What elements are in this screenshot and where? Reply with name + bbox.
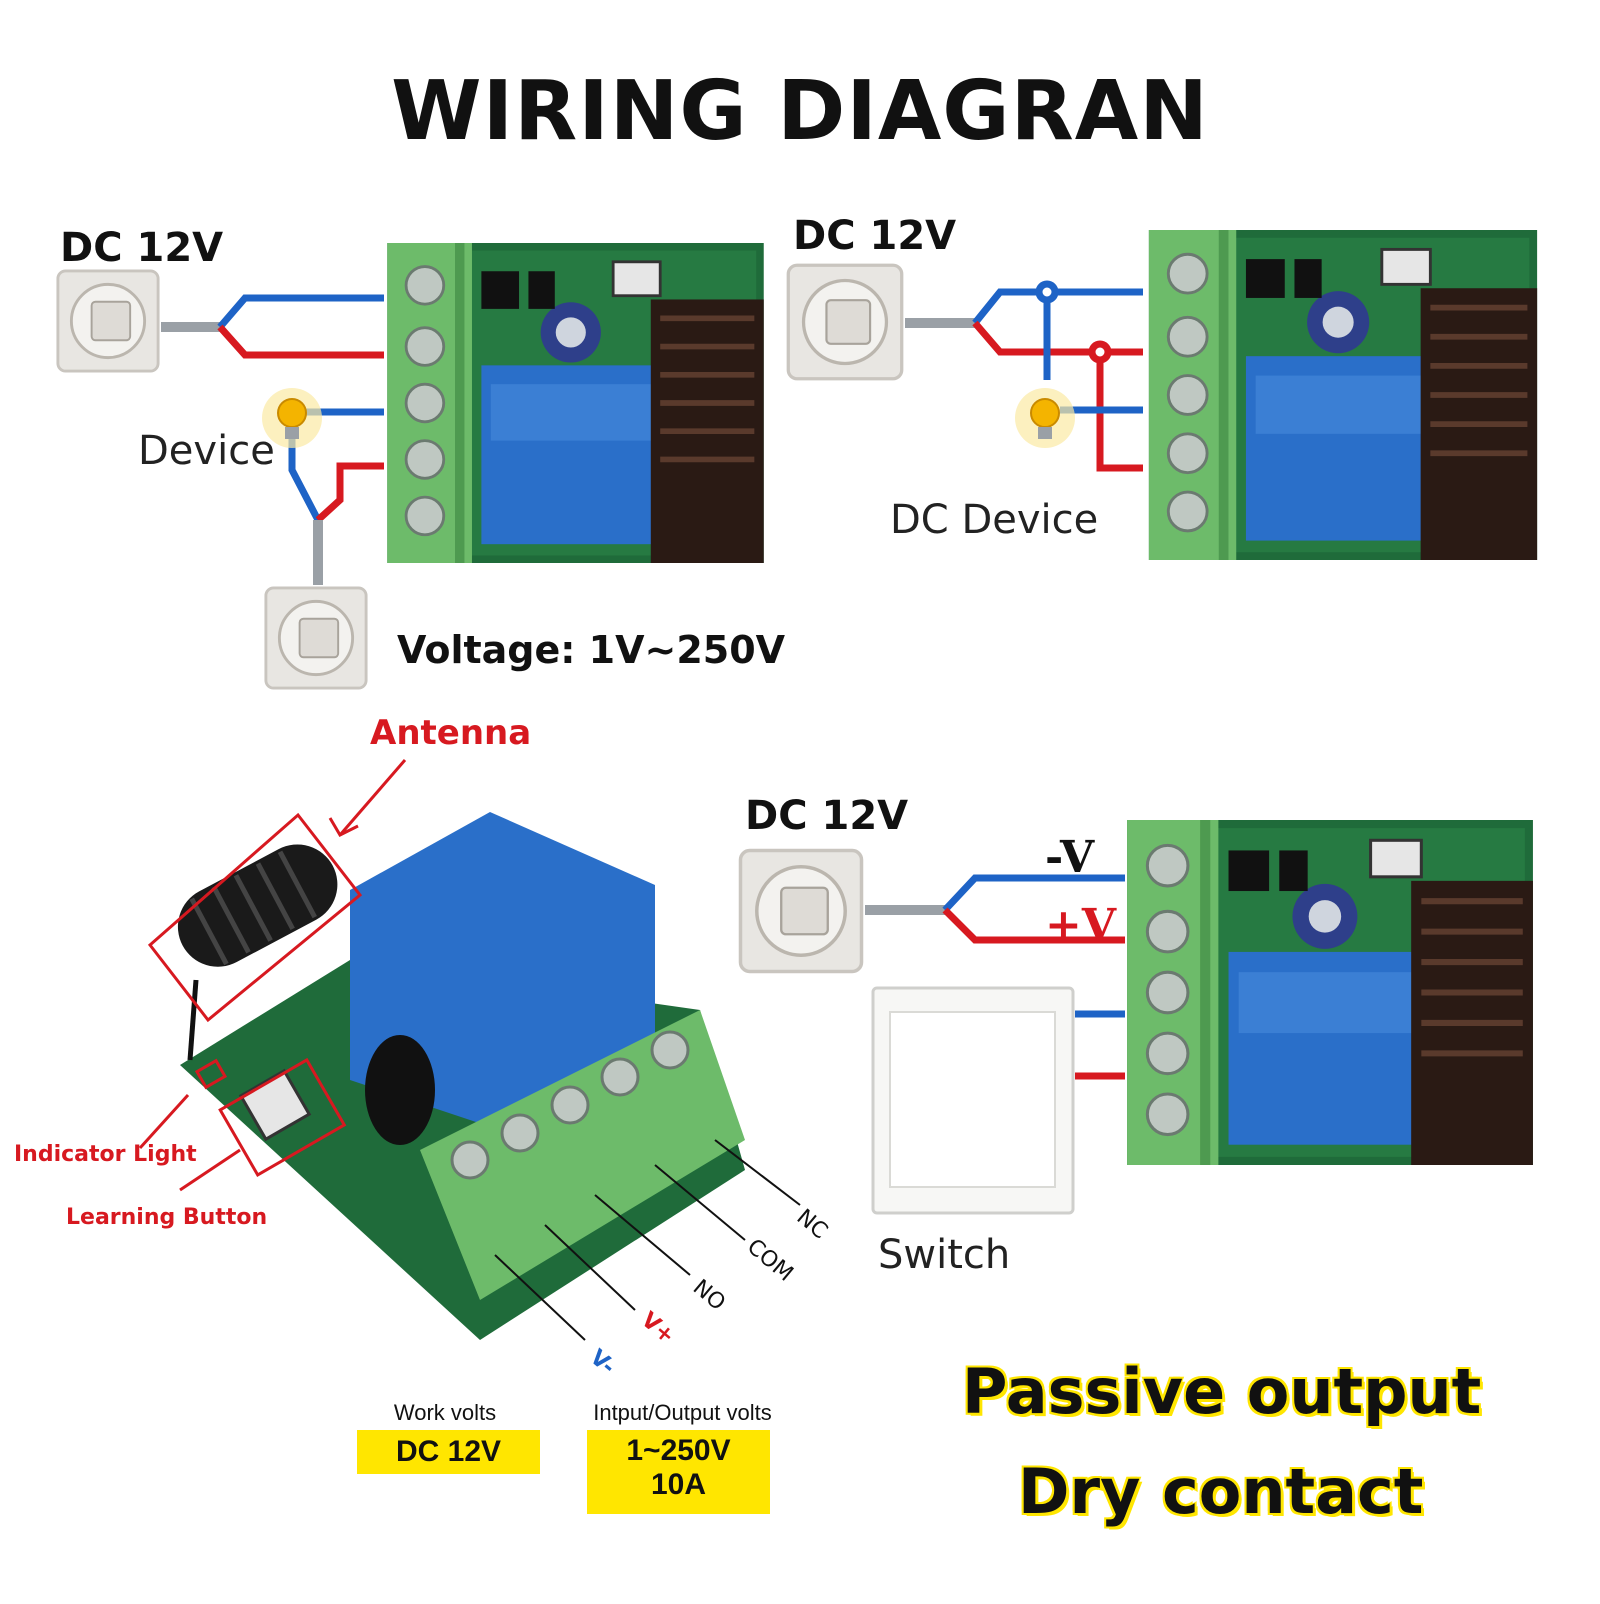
power-socket-top-right	[786, 263, 904, 381]
io-volts-box: 1~250V 10A	[587, 1430, 770, 1514]
power-label-top-right: DC 12V	[793, 213, 957, 259]
negative-voltage-label: -V	[1045, 832, 1095, 883]
dc-device-label: DC Device	[890, 497, 1099, 543]
positive-voltage-label: +V	[1045, 900, 1117, 951]
voltage-label: Voltage: 1V~250V	[397, 628, 786, 672]
power-socket-top-left	[56, 269, 160, 373]
relay-board-bottom-right	[1127, 820, 1533, 1165]
relay-module-photo	[177, 812, 745, 1340]
work-volts-title: Work volts	[393, 1400, 497, 1425]
relay-board-top-left	[387, 243, 763, 563]
power-label-bottom-right: DC 12V	[745, 793, 909, 839]
io-volts-title: Intput/Output volts	[593, 1400, 772, 1425]
load-socket-icon	[264, 586, 368, 690]
output-type-line2: Dry contact	[1018, 1455, 1424, 1528]
power-socket-bottom-right	[738, 848, 864, 974]
wires-top-right	[905, 280, 1143, 472]
io-volts-value-2: 10A	[650, 1467, 707, 1501]
indicator-light-label: Indicator Light	[14, 1142, 197, 1167]
power-label-top-left: DC 12V	[60, 225, 224, 271]
io-volts-value-1: 1~250V	[626, 1434, 731, 1467]
pin-leader-lines	[494, 1139, 801, 1341]
switch-label: Switch	[878, 1232, 1011, 1278]
wires-bottom-right	[865, 874, 1125, 1080]
relay-board-top-right	[1149, 230, 1537, 560]
work-volts-box: DC 12V	[357, 1430, 540, 1474]
wall-switch-icon	[871, 986, 1075, 1215]
page-title: WIRING DIAGRAN	[391, 64, 1209, 159]
dc-bulb-icon	[1014, 387, 1076, 449]
antenna-label: Antenna	[370, 713, 532, 753]
annotation-arrows	[138, 759, 407, 1192]
output-type-line1: Passive output	[962, 1355, 1482, 1428]
device-label: Device	[138, 428, 275, 474]
learning-button-label: Learning Button	[66, 1205, 268, 1230]
work-volts-value: DC 12V	[395, 1435, 502, 1468]
